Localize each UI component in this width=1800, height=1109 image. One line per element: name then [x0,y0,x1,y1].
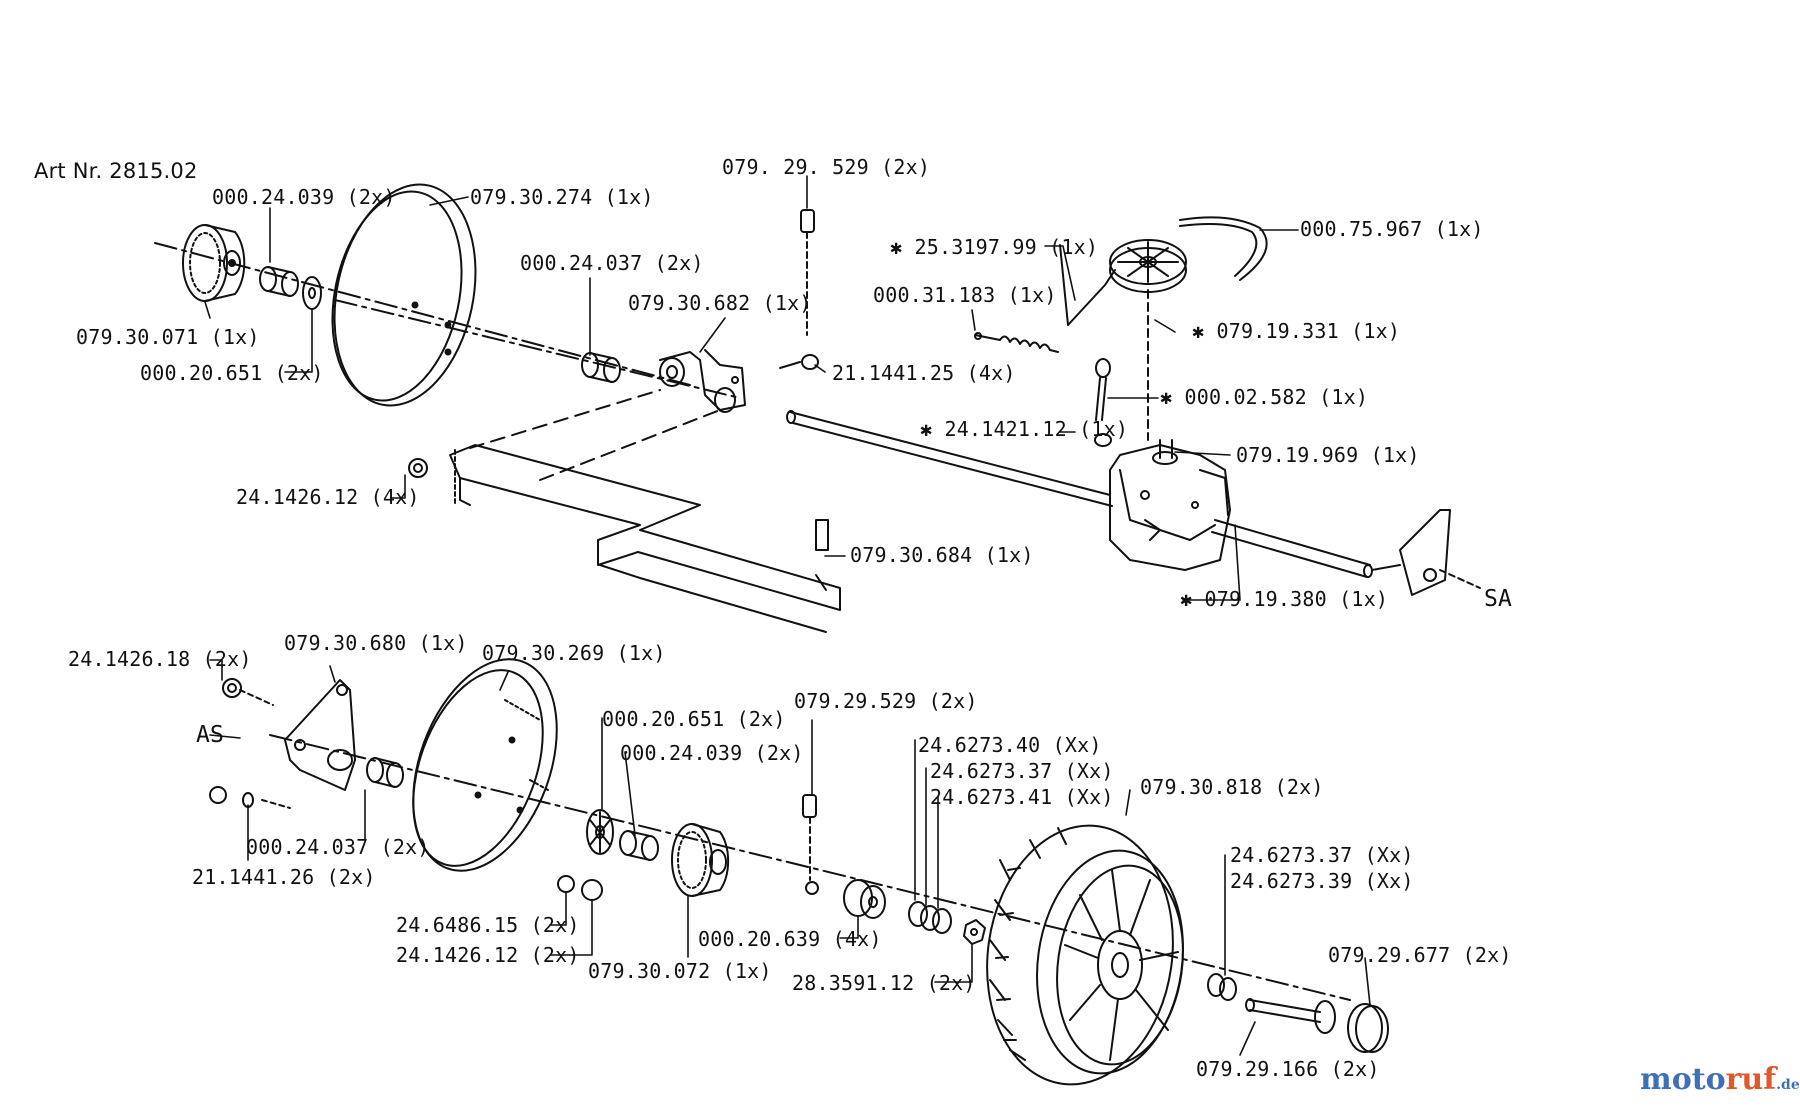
part-label: 24.1426.12 (4x) [236,485,420,509]
nut-icon [408,458,428,478]
upper-axis-line-2 [334,299,741,399]
belt-clip-icon [1179,216,1268,281]
part-label: 000.20.651 (2x) [140,361,324,385]
drive-gear-icon [671,823,730,897]
pinion-gear-icon [182,224,246,302]
spring-icon [974,332,1059,353]
watermark-part-3: .de [1776,1077,1800,1093]
part-label: SA [1484,586,1513,612]
article-number: Art Nr. 2815.02 [34,159,198,183]
part-label: 079.29.166 (2x) [1196,1057,1380,1081]
part-label: 079.30.818 (2x) [1140,775,1324,799]
label-leaders [204,175,1371,1056]
star-washer-icon [586,809,614,855]
part-label: 24.6486.15 (2x) [396,913,580,937]
part-label: 079.29.529 (2x) [794,689,978,713]
part-label: 24.1426.12 (2x) [396,943,580,967]
cable-leader [1059,244,1069,326]
part-label: 000.75.967 (1x) [1300,217,1484,241]
part-label: 000.24.037 (2x) [246,835,430,859]
part-label: 000.24.039 (2x) [212,185,396,209]
drive-shaft-icon [786,410,1113,507]
part-label: ✱ 079.19.380 (1x) [1180,587,1389,611]
part-label: 24.6273.40 (Xx) [918,733,1102,757]
part-label: 079.30.680 (1x) [284,631,468,655]
part-label: 000.24.037 (2x) [520,251,704,275]
part-label: 079.29.677 (2x) [1328,943,1512,967]
bushing-icon [581,352,621,383]
shim-washers-icon [908,901,952,934]
part-label: 079.30.072 (1x) [588,959,772,983]
clip-icon [802,794,819,895]
bolt-leader [261,799,291,809]
part-label: 079. 29. 529 (2x) [722,155,931,179]
nut-leader [239,689,274,706]
bushing-icon [366,757,404,788]
part-label: 079.30.269 (1x) [482,641,666,665]
part-label: 24.6273.41 (Xx) [930,785,1114,809]
part-label: 28.3591.12 (2x) [792,971,976,995]
part-label: 000.31.183 (1x) [873,283,1057,307]
shim-washers-icon [1207,973,1237,1001]
nut-icon [222,678,242,698]
nut-icon [557,875,575,893]
wheel-tire-icon [986,824,1184,1086]
bearing-bracket-icon [659,349,746,413]
part-label: ✱ 25.3197.99 (1x) [890,235,1099,259]
part-label: 24.6273.37 (Xx) [1230,843,1414,867]
part-label: 079.19.969 (1x) [1236,443,1420,467]
clip-icon [800,209,815,336]
wheel-cover-disc-icon [412,658,558,872]
frame-leader-2 [539,409,721,481]
part-label: 079.30.682 (1x) [628,291,812,315]
bushing-icon [619,830,659,861]
wheel-cover-disc-icon [331,183,477,407]
u-frame-icon [449,444,841,633]
axle-bolt-icon [1245,998,1336,1034]
belt-clip-icon-2 [1179,223,1258,277]
part-label: 000.20.639 (4x) [698,927,882,951]
part-label: 079.30.274 (1x) [470,185,654,209]
hub-cap-icon [1347,1003,1389,1053]
part-label: 079.30.071 (1x) [76,325,260,349]
part-label: 21.1441.26 (2x) [192,865,376,889]
part-label: AS [196,722,225,748]
gearbox-icon [1109,439,1231,571]
part-label: ✱ 079.19.331 (1x) [1192,319,1401,343]
part-label: ✱ 24.1421.12 (1x) [920,417,1129,441]
watermark-part-1: moto [1640,1062,1726,1097]
part-label: 24.6273.37 (Xx) [930,759,1114,783]
part-label: 079.30.684 (1x) [850,543,1034,567]
part-label: 24.6273.39 (Xx) [1230,869,1414,893]
watermark-logo: motoruf.de [1640,1062,1800,1097]
nut-icon [963,919,986,945]
part-label: 21.1441.25 (4x) [832,361,1016,385]
part-label: ✱ 000.02.582 (1x) [1160,385,1369,409]
part-label: 24.1426.18 (2x) [68,647,252,671]
watermark-part-2: ruf [1725,1062,1777,1097]
frame-leader [469,389,661,449]
axle-bracket-icon [284,679,356,791]
part-label: 000.24.039 (2x) [620,741,804,765]
washer-icon [302,276,322,310]
pin-icon [1094,358,1112,447]
bushing-icon [259,266,299,297]
lower-axis-line [269,734,1351,1001]
side-bracket-icon [1371,509,1481,596]
bolt-icon [779,354,819,370]
part-label: 000.20.651 (2x) [602,707,786,731]
